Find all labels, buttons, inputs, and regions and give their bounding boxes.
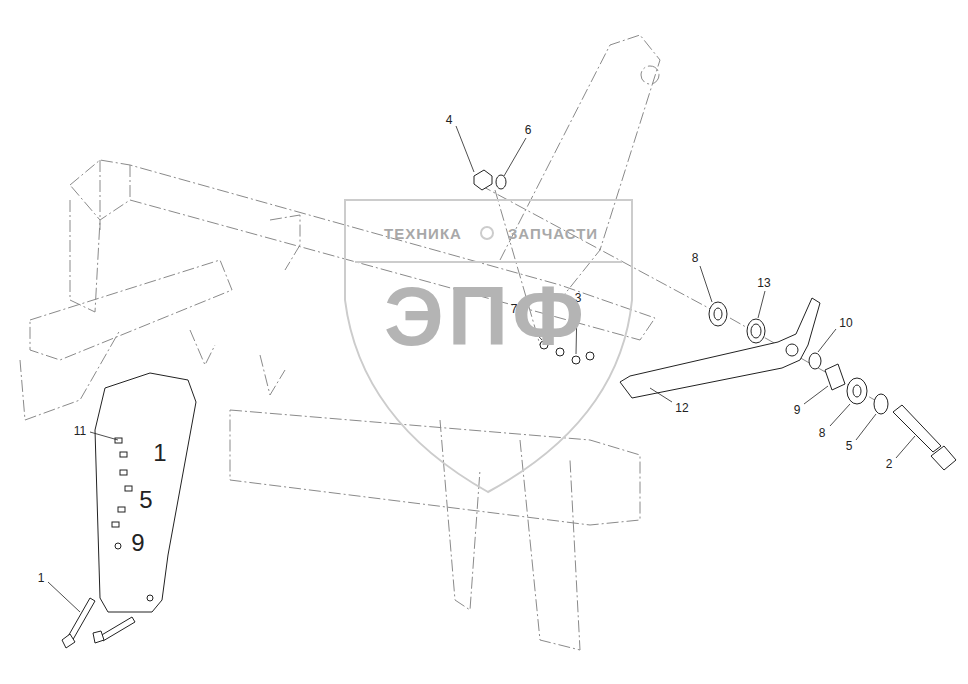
plate-slot	[115, 438, 122, 443]
leader-line	[48, 582, 80, 612]
washer	[847, 378, 867, 404]
beam-leg	[440, 420, 480, 610]
leader-line	[504, 138, 526, 176]
beam-leg	[520, 440, 580, 650]
callout-number: 10	[839, 317, 852, 329]
plate-slot	[125, 486, 132, 491]
nut	[474, 170, 492, 190]
watermark-shield	[345, 200, 632, 492]
leader-line	[700, 266, 712, 302]
shield-divider	[355, 261, 622, 263]
bolt-shank	[100, 617, 135, 641]
side-plate	[30, 260, 232, 360]
leader-line	[456, 126, 474, 172]
parts	[62, 170, 956, 648]
leader-line	[758, 291, 765, 318]
lower-beam	[230, 410, 640, 525]
callout-number: 5	[846, 440, 853, 452]
washer	[874, 394, 888, 414]
crossbar-end	[70, 200, 100, 312]
callout-number: 2	[886, 458, 893, 470]
lug	[260, 355, 285, 395]
lever	[620, 298, 820, 398]
shield-outline	[345, 200, 632, 492]
lever-hole	[786, 344, 798, 356]
bracket-hole	[641, 66, 659, 84]
callout-number: 6	[525, 124, 532, 136]
plate-marking: 9	[131, 531, 144, 555]
plate-slot	[120, 470, 127, 475]
plate-slot	[118, 507, 125, 512]
washer-hole	[751, 324, 761, 338]
bolt-head	[93, 631, 104, 643]
washer-hole	[714, 308, 722, 320]
lug	[270, 215, 300, 270]
upright-bracket	[500, 35, 660, 300]
watermark-logo: ЭПФ	[384, 274, 588, 358]
leader-line	[650, 388, 672, 402]
leader-line	[804, 386, 828, 404]
bushing	[809, 353, 821, 369]
callout-number: 11	[74, 425, 86, 437]
callout-number: 4	[446, 114, 453, 126]
washer-hole	[853, 385, 861, 397]
bolt-shank	[893, 405, 941, 452]
watermark-text: ТЕХНИКА	[384, 226, 462, 241]
scale-plate	[95, 373, 196, 612]
plate-hole	[147, 595, 153, 601]
bolt-head	[62, 634, 75, 648]
plate-hole	[115, 543, 121, 549]
leader-line	[818, 329, 836, 352]
plate-marking: 1	[153, 441, 166, 465]
plate-slot	[112, 522, 119, 527]
callout-number: 9	[794, 404, 801, 416]
washer	[709, 302, 727, 326]
leader-line	[830, 404, 850, 426]
bolt-head	[931, 446, 956, 470]
leader-line	[90, 432, 118, 440]
leader-line	[896, 436, 915, 458]
leader-line	[856, 414, 876, 440]
callout-number: 8	[692, 252, 699, 264]
plate-slot	[120, 452, 127, 457]
callout-number: 12	[675, 402, 688, 414]
crossbar-detail	[100, 160, 130, 230]
washer	[496, 175, 506, 189]
watermark-text: ЗАПЧАСТИ	[508, 226, 598, 241]
gear-icon	[481, 227, 493, 239]
callout-number: 1	[38, 572, 45, 584]
callout-number: 8	[819, 427, 826, 439]
plate-marking: 5	[139, 488, 152, 512]
callout-number: 13	[757, 277, 770, 289]
frame-outline	[20, 35, 880, 650]
lug	[190, 330, 215, 365]
leader-lines	[48, 126, 915, 612]
washer	[747, 319, 765, 343]
